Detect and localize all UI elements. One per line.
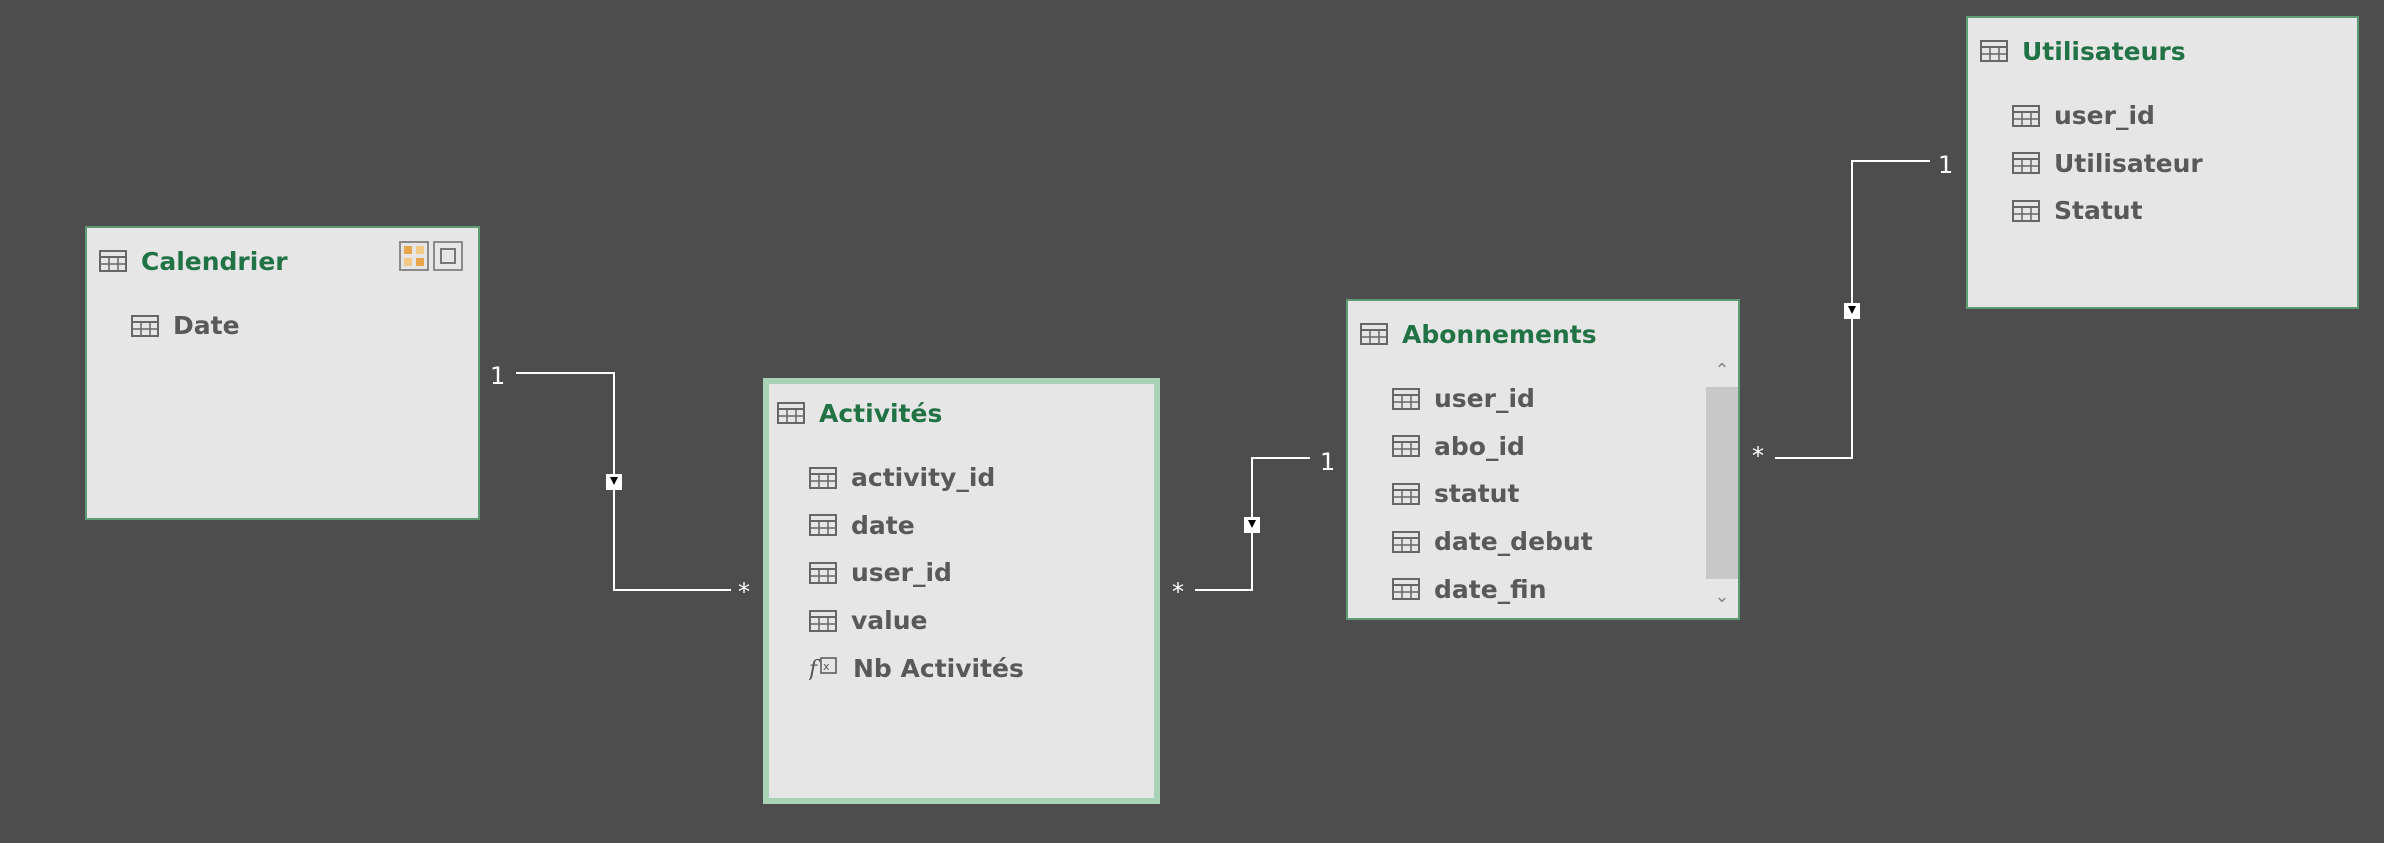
column-icon	[1392, 578, 1420, 601]
field-row[interactable]: date_fin	[1392, 565, 1593, 613]
field-name: Date	[173, 311, 240, 341]
field-name: statut	[1434, 479, 1520, 509]
field-row[interactable]: user_id	[809, 549, 1024, 597]
vertical-scrollbar[interactable]: ⌃ ⌄	[1706, 353, 1738, 613]
field-row[interactable]: date	[809, 502, 1024, 550]
field-row[interactable]: date_debut	[1392, 518, 1593, 566]
table-title: Calendrier	[141, 246, 288, 276]
column-icon	[131, 314, 159, 337]
relationship-many-label: *	[1752, 442, 1764, 470]
field-name: Utilisateur	[2054, 148, 2203, 178]
relationship-one-label: 1	[1938, 151, 1953, 179]
field-row[interactable]: user_id	[2012, 92, 2203, 140]
relationship-utilisateurs-abonnements[interactable]: 1 *	[1752, 151, 1953, 470]
field-name: date	[851, 510, 915, 540]
relationship-calendrier-activites[interactable]: 1 *	[490, 362, 750, 606]
field-list: user_id abo_id statut date_debut date_fi…	[1392, 375, 1593, 613]
scroll-up-icon[interactable]: ⌃	[1714, 359, 1730, 381]
table-title: Activités	[819, 398, 943, 428]
field-row[interactable]: activity_id	[809, 454, 1024, 502]
relationship-one-label: 1	[1320, 448, 1335, 476]
field-name: user_id	[2054, 101, 2155, 131]
table-title: Abonnements	[1402, 319, 1597, 349]
svg-text:f: f	[809, 657, 821, 682]
column-icon	[2012, 152, 2040, 175]
field-name: Nb Activités	[853, 653, 1024, 683]
filter-direction-arrow-glyph	[1248, 520, 1256, 528]
table-card-activites[interactable]: Activités activity_id date user_id value…	[763, 378, 1160, 804]
field-row[interactable]: Statut	[2012, 187, 2203, 235]
field-name: Statut	[2054, 196, 2143, 226]
relationship-many-label: *	[1172, 578, 1184, 606]
field-name: date_fin	[1434, 574, 1547, 604]
field-row[interactable]: user_id	[1392, 375, 1593, 423]
column-icon	[809, 561, 837, 584]
table-icon	[99, 250, 127, 272]
related-tables-icon	[404, 246, 424, 266]
field-name: user_id	[851, 558, 952, 588]
table-card-utilisateurs[interactable]: Utilisateurs user_id Utilisateur Statut	[1966, 16, 2359, 309]
table-header[interactable]: Activités	[777, 396, 942, 430]
column-icon	[1392, 482, 1420, 505]
field-name: user_id	[1434, 384, 1535, 414]
field-name: date_debut	[1434, 527, 1593, 557]
column-icon	[1392, 530, 1420, 553]
column-icon	[1392, 387, 1420, 410]
table-header[interactable]: Utilisateurs	[1980, 34, 2186, 68]
relationship-many-label: *	[738, 578, 750, 606]
maximize-icon	[440, 248, 456, 264]
column-icon	[1392, 435, 1420, 458]
filter-direction-arrow-glyph	[1848, 306, 1856, 314]
column-icon	[809, 466, 837, 489]
column-icon	[2012, 104, 2040, 127]
relationship-one-label: 1	[490, 362, 505, 390]
column-icon	[809, 609, 837, 632]
table-icon	[1980, 40, 2008, 62]
table-title: Utilisateurs	[2022, 36, 2186, 66]
table-card-calendrier[interactable]: Calendrier Date	[85, 226, 480, 520]
field-row[interactable]: Utilisateur	[2012, 140, 2203, 188]
scroll-thumb[interactable]	[1706, 387, 1738, 579]
table-card-abonnements[interactable]: Abonnements user_id abo_id statut date_d…	[1346, 299, 1740, 620]
table-icon	[1360, 323, 1388, 345]
scroll-down-icon[interactable]: ⌄	[1714, 585, 1730, 607]
filter-direction-arrow-glyph	[610, 477, 618, 485]
field-name: value	[851, 606, 928, 636]
maximize-table-button[interactable]	[433, 241, 463, 271]
field-row[interactable]: value	[809, 597, 1024, 645]
field-name: activity_id	[851, 463, 996, 493]
column-icon	[2012, 199, 2040, 222]
field-row[interactable]: abo_id	[1392, 423, 1593, 471]
show-related-tables-button[interactable]	[399, 241, 429, 271]
relationship-abonnements-activites[interactable]: 1 *	[1172, 448, 1335, 606]
field-list: Date	[131, 302, 240, 350]
field-row[interactable]: Date	[131, 302, 240, 350]
field-list: user_id Utilisateur Statut	[2012, 92, 2203, 235]
table-header[interactable]: Abonnements	[1360, 317, 1597, 351]
table-header[interactable]: Calendrier	[99, 244, 288, 278]
column-icon	[809, 514, 837, 537]
field-name: abo_id	[1434, 431, 1525, 461]
svg-text:x: x	[823, 660, 830, 673]
table-icon	[777, 402, 805, 424]
field-row[interactable]: statut	[1392, 470, 1593, 518]
